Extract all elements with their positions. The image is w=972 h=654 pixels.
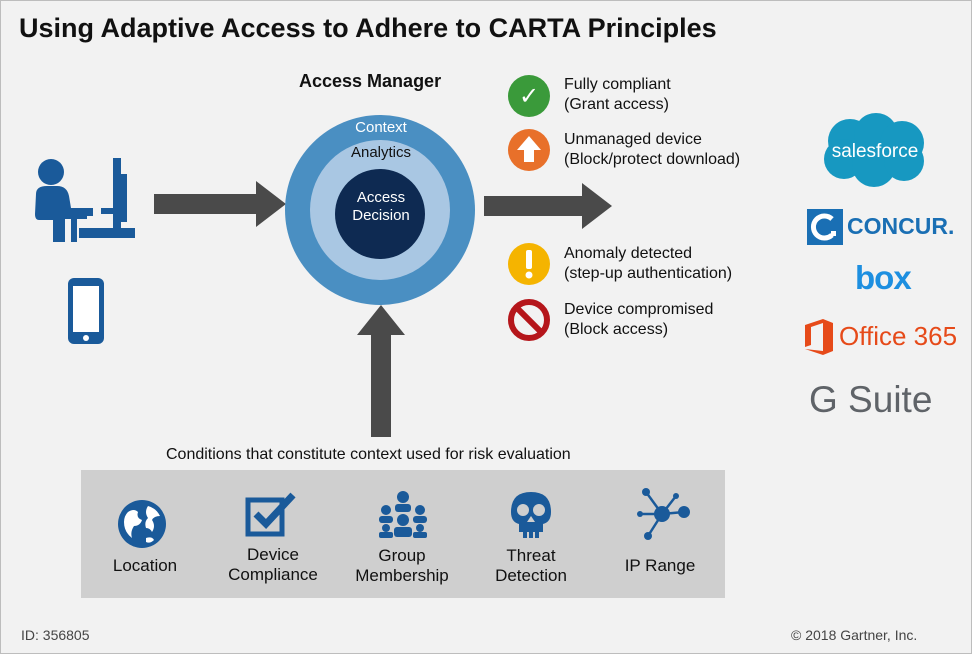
access-manager-title: Access Manager bbox=[299, 71, 442, 91]
arrow-access-manager-to-outcomes bbox=[484, 183, 612, 229]
svg-text:✓: ✓ bbox=[519, 82, 539, 110]
outcome-anomaly-detected: Anomaly detected (step-up authentication… bbox=[564, 245, 733, 282]
group-icon bbox=[379, 491, 427, 538]
globe-icon bbox=[118, 500, 166, 548]
svg-text:salesforce: salesforce bbox=[832, 141, 919, 162]
condition-threat-detection: Threat Detection bbox=[467, 470, 595, 598]
decision-label: Decision bbox=[352, 207, 410, 224]
user-workstation-icon bbox=[35, 158, 135, 242]
exclamation-icon bbox=[508, 243, 550, 285]
conditions-panel: Location Device Compliance bbox=[81, 470, 725, 598]
access-manager-rings: Context Analytics Access Decision bbox=[285, 115, 475, 305]
condition-threat-detection-label: Threat Detection bbox=[495, 546, 567, 585]
condition-device-compliance-label: Device Compliance bbox=[228, 545, 318, 584]
upload-arrow-icon bbox=[508, 129, 550, 171]
prohibited-icon bbox=[508, 299, 550, 341]
access-label: Access bbox=[357, 189, 405, 206]
condition-ip-range: IP Range bbox=[596, 470, 724, 598]
diagram-title: Using Adaptive Access to Adhere to CARTA… bbox=[19, 13, 717, 43]
context-label: Context bbox=[355, 119, 408, 136]
concur-c-icon bbox=[811, 213, 836, 241]
outcome-device-compromised: Device compromised (Block access) bbox=[564, 301, 714, 338]
office-365-logo-text: Office 365 bbox=[839, 321, 958, 351]
figure-id: ID: 356805 bbox=[21, 627, 90, 643]
check-icon: ✓ bbox=[508, 75, 550, 117]
box-logo: box bbox=[855, 259, 912, 296]
skull-icon bbox=[511, 492, 551, 538]
analytics-label: Analytics bbox=[351, 144, 411, 161]
outcome-unmanaged-device: Unmanaged device (Block/protect download… bbox=[564, 131, 741, 168]
condition-device-compliance: Device Compliance bbox=[209, 470, 337, 598]
condition-group-membership: Group Membership bbox=[338, 470, 466, 598]
arrow-user-to-access-manager bbox=[154, 181, 286, 227]
condition-location: Location bbox=[81, 470, 209, 598]
condition-ip-range-label: IP Range bbox=[624, 556, 696, 575]
salesforce-logo: salesforce bbox=[824, 113, 924, 187]
copyright: © 2018 Gartner, Inc. bbox=[791, 627, 918, 643]
concur-logo-text: CONCUR. bbox=[847, 213, 955, 239]
conditions-caption: Conditions that constitute context used … bbox=[166, 446, 571, 463]
network-icon bbox=[637, 488, 690, 540]
access-decision-core bbox=[335, 169, 425, 259]
outcome-fully-compliant: Fully compliant (Grant access) bbox=[564, 76, 671, 113]
condition-group-membership-label: Group Membership bbox=[355, 546, 449, 585]
mobile-phone-icon bbox=[68, 278, 104, 344]
checkbox-icon bbox=[245, 492, 296, 537]
g-suite-logo: G Suite bbox=[809, 379, 933, 420]
office-365-icon bbox=[805, 319, 833, 355]
condition-location-label: Location bbox=[112, 556, 178, 575]
concur-logo-mark bbox=[807, 209, 843, 245]
arrow-conditions-to-access-manager bbox=[357, 305, 405, 437]
